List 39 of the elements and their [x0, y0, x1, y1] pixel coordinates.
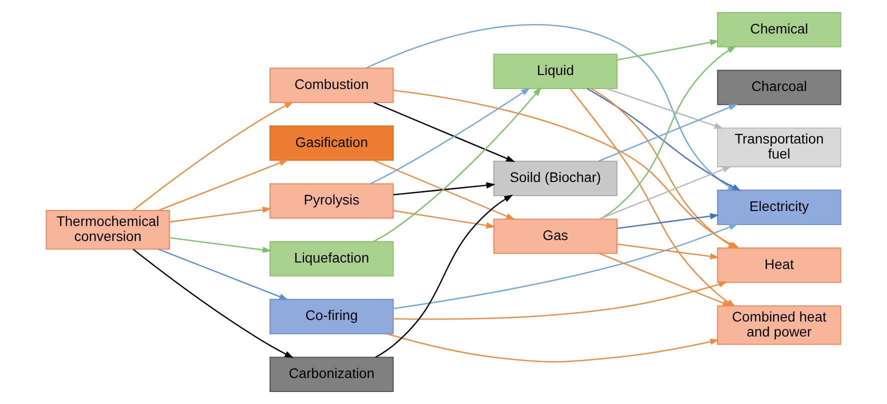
arrow — [132, 248, 294, 358]
node-box: Liquefaction — [270, 241, 394, 276]
arrow — [132, 102, 294, 211]
arrow — [393, 182, 496, 196]
node-box: Chemical — [717, 12, 842, 48]
arrow — [393, 210, 496, 229]
node-box: Electricity — [717, 190, 842, 226]
arrow — [373, 87, 542, 242]
node-box: Charcoal — [717, 70, 842, 106]
node-box: Heat — [717, 248, 842, 283]
node-box: Soild (Biochar) — [493, 160, 618, 196]
arrow — [598, 252, 732, 306]
arrow — [393, 224, 738, 310]
node-box: Carbonization — [270, 356, 394, 392]
arrow — [393, 281, 728, 320]
node-box: Combustion — [270, 68, 394, 103]
node-box: Transportation fuel — [717, 128, 842, 168]
node-box: Gas — [493, 218, 618, 254]
arrow — [169, 206, 272, 223]
node-box: Thermochemical conversion — [46, 210, 170, 250]
node-box: Co-firing — [270, 298, 394, 334]
arrow — [606, 88, 724, 129]
arrow — [598, 104, 738, 162]
arrow — [616, 213, 720, 229]
arrow — [374, 160, 516, 220]
arrow — [370, 88, 530, 184]
arrow — [386, 333, 720, 362]
arrow — [616, 244, 720, 260]
arrow — [616, 39, 720, 61]
node-box: Gasification — [270, 125, 394, 161]
node-box: Pyrolysis — [270, 183, 394, 219]
node-box: Liquid — [493, 54, 618, 90]
node-box: Combined heat and power — [717, 305, 842, 345]
arrow — [169, 237, 272, 254]
arrow — [598, 166, 732, 220]
arrow — [158, 160, 288, 212]
arrow — [158, 248, 288, 300]
arrow — [374, 102, 516, 162]
arrow — [375, 194, 514, 358]
